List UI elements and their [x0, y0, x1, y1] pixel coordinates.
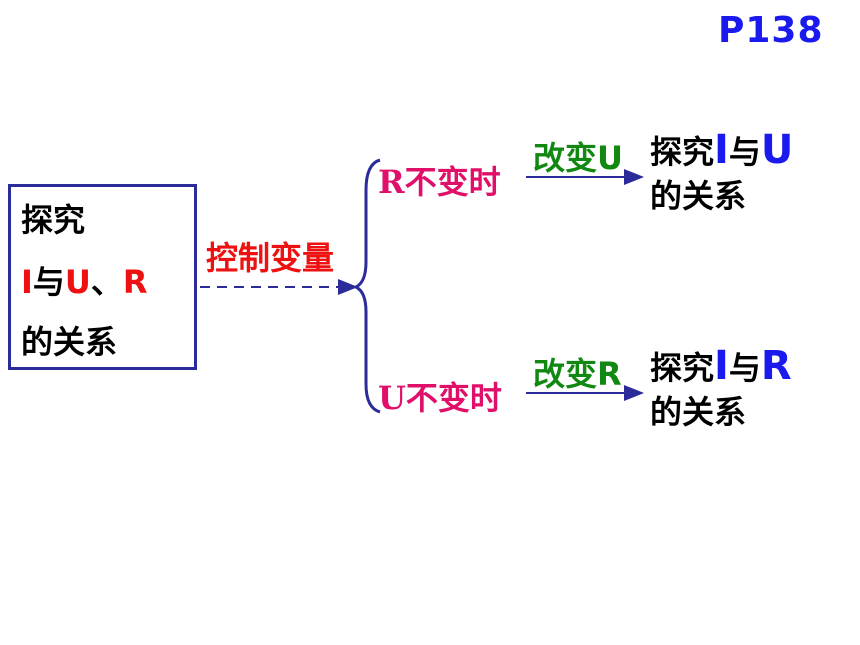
topic-sep: 、: [90, 263, 123, 301]
branch-2-result-line-1: 探究I与R: [650, 344, 792, 390]
topic-yu: 与: [32, 263, 65, 301]
topic-var-i: I: [21, 263, 33, 301]
curly-brace: [352, 158, 381, 414]
topic-var-u: U: [64, 263, 91, 301]
topic-line-3: 的关系: [21, 323, 118, 361]
branch-1-result-i: I: [714, 127, 729, 173]
branch-2-condition-var: U: [378, 379, 406, 417]
branch-1-condition-var: R: [378, 163, 405, 201]
branch-2-result-prefix: 探究: [650, 349, 715, 387]
branch-2-result-i: I: [714, 343, 729, 389]
branch-2-action: 改变R: [533, 355, 622, 393]
branch-2-result-yu: 与: [728, 349, 761, 387]
topic-var-r: R: [122, 263, 148, 301]
topic-line-1: 探究: [21, 201, 86, 239]
topic-box: 探究 I与U、R 的关系: [8, 184, 197, 370]
branch-1-result-var: U: [760, 127, 794, 173]
topic-line-2: I与U、R: [21, 257, 148, 303]
branch-1-result-prefix: 探究: [650, 133, 715, 171]
page-number: P138: [718, 10, 824, 51]
branch-1-result-yu: 与: [728, 133, 761, 171]
branch-2-condition-text: 不变时: [405, 379, 502, 417]
branch-1-result-line-1: 探究I与U: [650, 128, 793, 174]
branch-1-result: 探究I与U 的关系: [650, 128, 793, 218]
method-label: 控制变量: [206, 239, 335, 277]
branch-2-result: 探究I与R 的关系: [650, 344, 792, 434]
branch-1-result-suffix: 的关系: [650, 177, 747, 215]
branch-1-action: 改变U: [533, 139, 623, 177]
branch-2-result-var: R: [760, 343, 792, 389]
branch-2-result-suffix: 的关系: [650, 393, 747, 431]
branch-2-condition: U不变时: [378, 373, 502, 419]
branch-1-condition-text: 不变时: [404, 163, 501, 201]
branch-1-condition: R不变时: [378, 157, 501, 203]
